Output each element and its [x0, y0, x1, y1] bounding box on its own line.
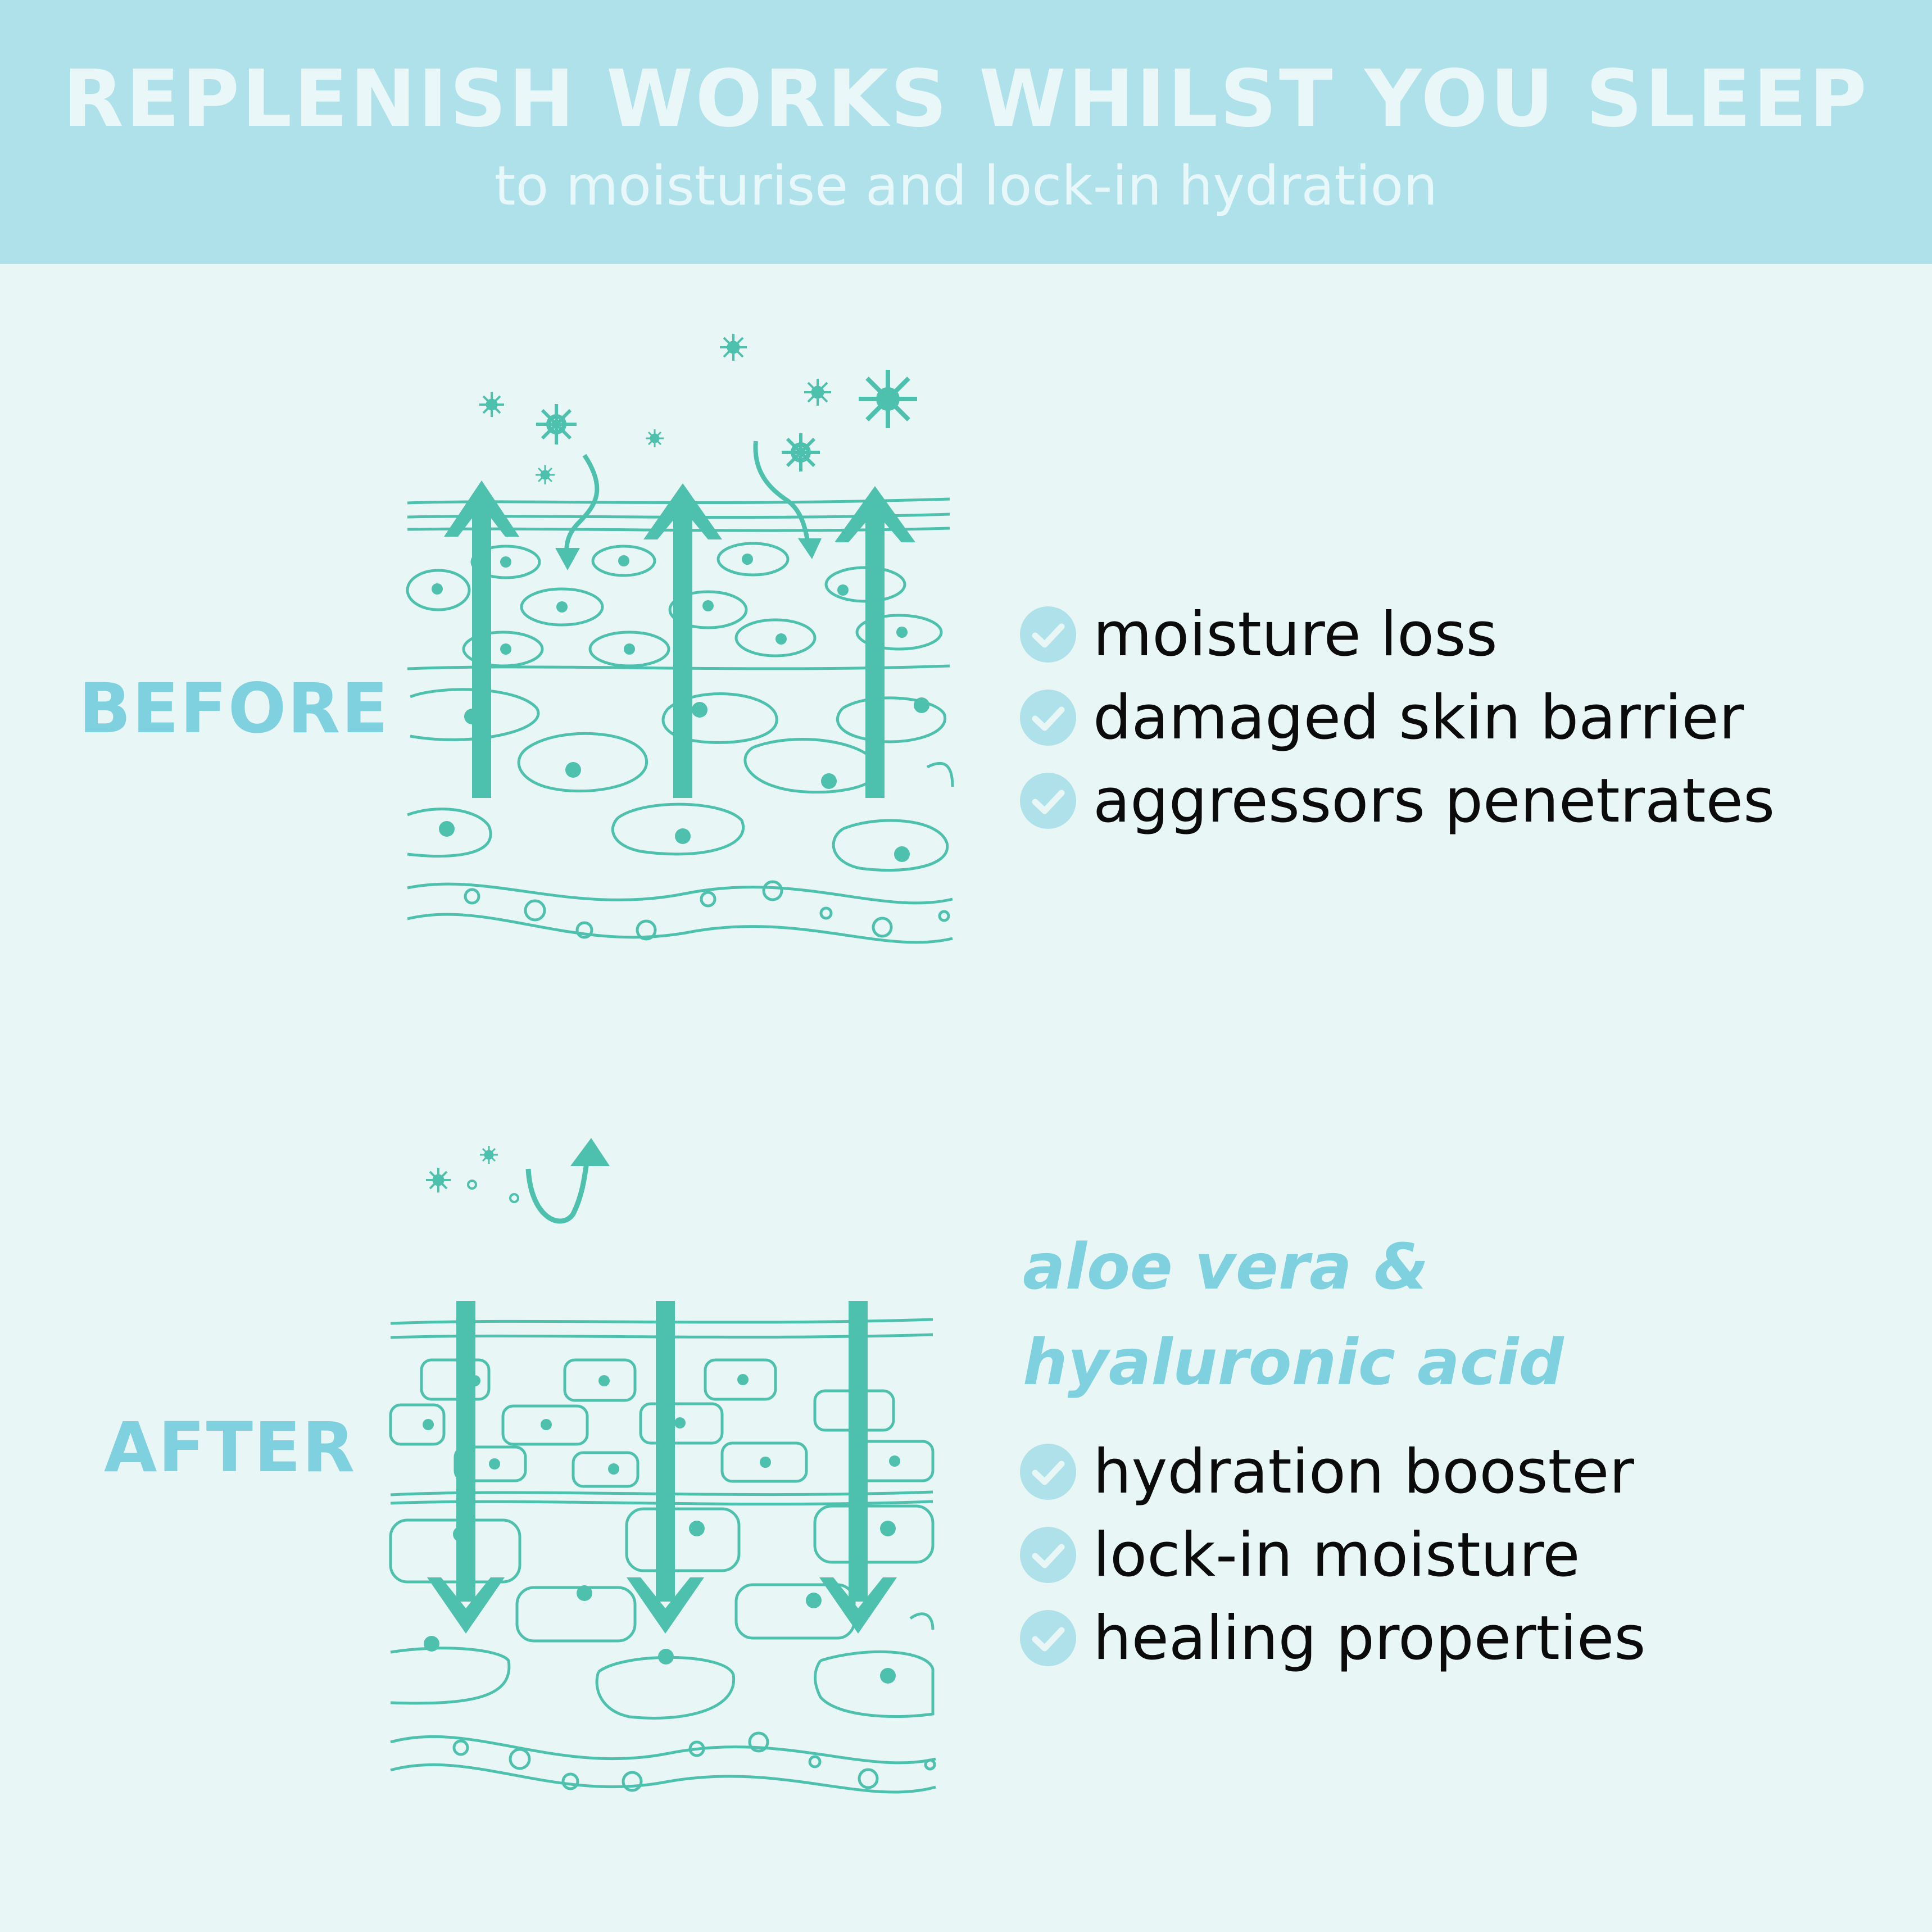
check-circle-icon: [1020, 1527, 1076, 1583]
skin-diagram-before: [406, 334, 954, 944]
list-item: lock-in moisture: [1020, 1513, 1646, 1597]
list-item: healing properties: [1020, 1597, 1646, 1680]
skin-diagram-after: [389, 1138, 936, 1794]
aggressor-particle-icon: [426, 1146, 519, 1203]
before-list: moisture loss damaged skin barrier aggre…: [1020, 593, 1775, 842]
arrow-up-icon: [444, 480, 915, 798]
deflect-arrow-icon: [525, 1138, 610, 1224]
arrow-down-icon: [427, 1301, 897, 1634]
check-circle-icon: [1020, 606, 1076, 663]
list-item: moisture loss: [1020, 593, 1775, 676]
list-item: aggressors penetrates: [1020, 759, 1775, 842]
check-circle-icon: [1020, 1444, 1076, 1500]
list-item: damaged skin barrier: [1020, 676, 1775, 759]
after-list: hydration booster lock-in moisture heali…: [1020, 1430, 1646, 1680]
ingredient-line-2: hyaluronic acid: [1023, 1326, 1564, 1399]
check-circle-icon: [1020, 1610, 1076, 1666]
page-title: REPLENISH WORKS WHILST YOU SLEEP: [63, 53, 1869, 145]
before-label: BEFORE: [79, 669, 389, 749]
check-circle-icon: [1020, 773, 1076, 829]
aggressor-particle-icon: [479, 334, 917, 484]
header-banner: REPLENISH WORKS WHILST YOU SLEEP to mois…: [0, 0, 1932, 264]
after-label: AFTER: [104, 1408, 356, 1487]
ingredient-line-1: aloe vera &: [1023, 1231, 1429, 1304]
deflect-arrow-icon: [564, 441, 811, 563]
page-subtitle: to moisturise and lock-in hydration: [494, 155, 1438, 217]
list-item: hydration booster: [1020, 1430, 1646, 1513]
check-circle-icon: [1020, 690, 1076, 746]
